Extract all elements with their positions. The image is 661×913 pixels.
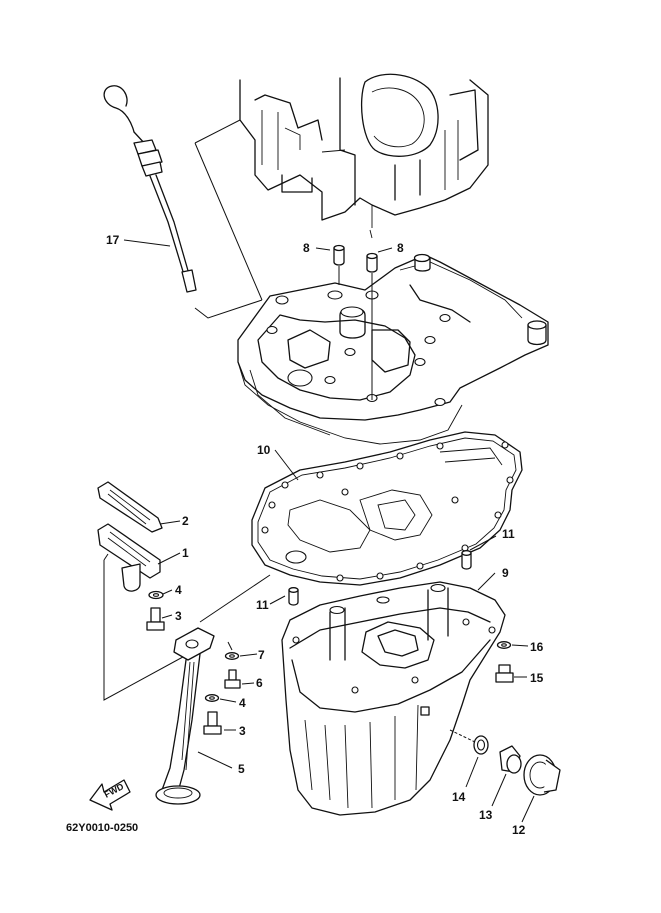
callout-15: 15 <box>530 671 544 685</box>
dowel-pins-11 <box>288 550 472 606</box>
callout-4a: 4 <box>175 583 182 597</box>
fwd-arrow-icon: FWD <box>89 779 131 811</box>
callout-17: 17 <box>106 233 120 247</box>
bolt-3a <box>146 607 165 631</box>
strainer-housing-1 <box>97 523 161 592</box>
callout-9: 9 <box>502 566 509 580</box>
callout-3a: 3 <box>175 609 182 623</box>
callout-11a: 11 <box>256 598 269 612</box>
dowel-pins-8 <box>333 244 378 400</box>
callout-3b: 3 <box>239 724 246 738</box>
union-12 <box>523 754 561 796</box>
callout-14: 14 <box>452 790 466 804</box>
washer-4b <box>204 694 220 702</box>
drain-plug-13 <box>499 745 522 774</box>
callout-11b: 11 <box>502 527 515 541</box>
callout-10: 10 <box>257 443 271 457</box>
oil-pickup-pipe <box>155 627 215 805</box>
callout-numbers: 17 8 8 10 11 9 11 2 1 4 3 7 6 4 3 5 16 1… <box>106 233 544 837</box>
washer-7 <box>224 652 240 660</box>
engine-block <box>239 73 489 239</box>
callout-13: 13 <box>479 808 493 822</box>
small-gasket-2 <box>97 481 163 533</box>
washer-16 <box>496 641 512 649</box>
callout-2: 2 <box>182 514 189 528</box>
gasket-14 <box>473 735 489 755</box>
dipstick-bracket-line <box>194 119 263 319</box>
callout-7: 7 <box>258 648 265 662</box>
exhaust-guide-case <box>237 253 549 445</box>
oil-pan <box>281 581 506 816</box>
bolt-3b <box>203 711 222 735</box>
bolt-6 <box>224 669 241 689</box>
bolt-15 <box>495 664 514 683</box>
callout-16: 16 <box>530 640 544 654</box>
callout-6: 6 <box>256 676 263 690</box>
callout-8b: 8 <box>397 241 404 255</box>
callout-12: 12 <box>512 823 526 837</box>
diagram-code: 62Y0010-0250 <box>66 822 138 834</box>
gasket <box>251 431 523 586</box>
strainer-bracket-line <box>103 553 233 701</box>
dipstick <box>103 85 197 293</box>
callout-8a: 8 <box>303 241 310 255</box>
callout-4b: 4 <box>239 696 246 710</box>
callout-1: 1 <box>182 546 189 560</box>
leader-lines <box>123 239 535 823</box>
washer-4a <box>148 590 164 600</box>
callout-5: 5 <box>238 762 245 776</box>
